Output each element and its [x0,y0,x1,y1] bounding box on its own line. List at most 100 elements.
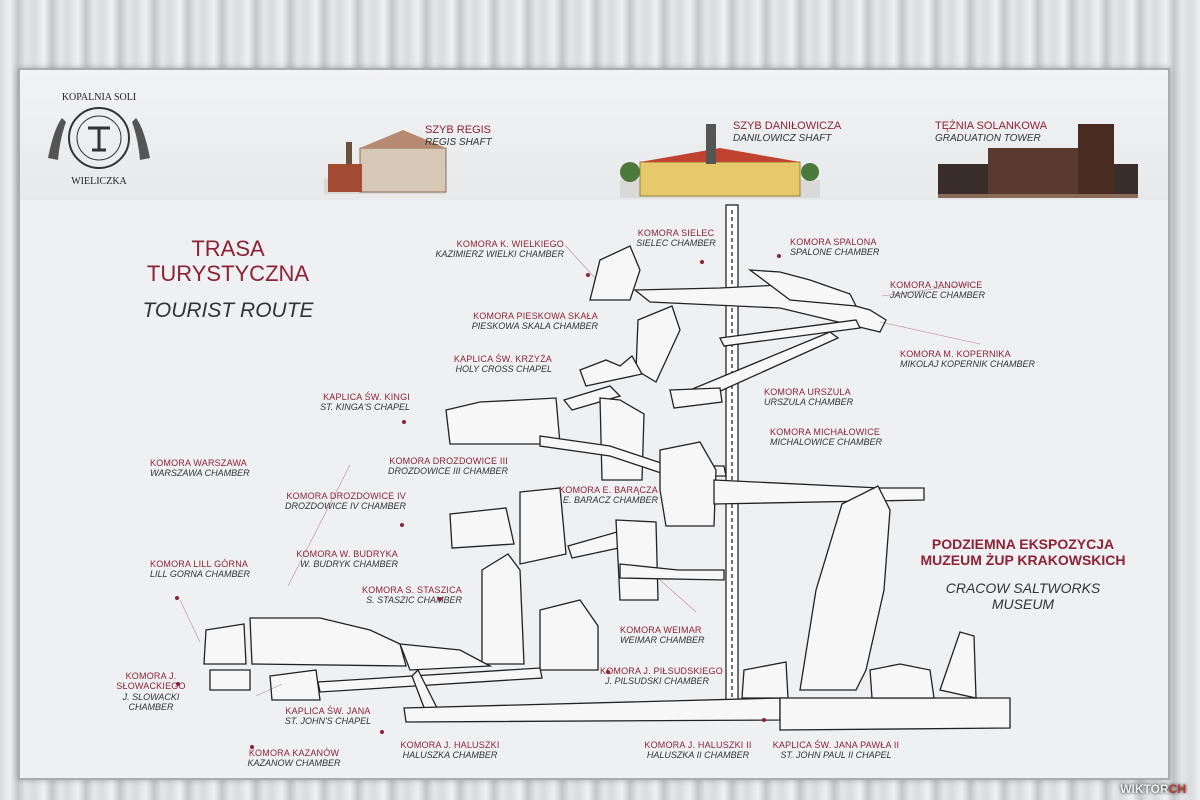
marker-dot [250,745,254,749]
label-en: MIKOLAJ KOPERNIK CHAMBER [900,359,1036,370]
label-pl: KOMORA J. HALUSZKI II [644,740,752,750]
marker-dot [438,597,442,601]
danilowicz-shaft-pl: SZYB DANIŁOWICZA [733,120,842,132]
label-pl: KOMORA URSZULA [764,387,851,397]
regis-shaft-en: REGIS SHAFT [425,136,492,148]
graduation-tower-building [938,124,1138,198]
label-pl: KOMORA MICHAŁOWICE [770,427,881,437]
label-en: J. SLOWACKI CHAMBER [122,691,180,713]
regis-shaft-pl: SZYB REGIS [425,124,492,136]
title-pl-line1: TRASA [191,236,265,261]
label-pl: KOMORA DROZDOWICE III [389,456,508,466]
label-pl: KOMORA M. KOPERNIKA [900,349,1011,359]
label-pl: KAPLICA ŚW. JANA PAWŁA II [772,740,900,750]
label-en: KAZIMIERZ WIELKI CHAMBER [435,249,564,260]
label-en: SPALONE CHAMBER [790,247,880,258]
museum-caption: PODZIEMNA EKSPOZYCJA MUZEUM ŻUP KRAKOWSK… [908,536,1138,612]
marker-dot [586,273,590,277]
marker-dot [762,718,766,722]
label-en: HALUSZKA CHAMBER [402,750,498,761]
museum-en-line1: CRACOW SALTWORKS [945,580,1101,597]
label-pl: KOMORA KAZANÓW [248,748,340,758]
logo-top-text: KOPALNIA SOLI [62,92,136,103]
information-board: KOPALNIA SOLI WIELICZKA SZYB REGIS REGIS… [18,68,1170,780]
label-pl: KOMORA LILL GÓRNA [150,559,249,569]
title-en: TOURIST ROUTE [142,298,314,322]
label-pl: KOMORA WEIMAR [620,625,702,635]
logo-bottom-text: WIELICZKA [71,176,127,187]
marker-dot [777,254,781,258]
label-en: E. BARACZ CHAMBER [562,495,658,506]
label-pl: KOMORA SIELEC [637,228,715,238]
label-en: ST. KINGA'S CHAPEL [320,402,410,413]
marker-dot [402,420,406,424]
label-en: S. STASZIC CHAMBER [366,595,462,606]
marker-dot [606,670,610,674]
label-en: DROZDOWICE IV CHAMBER [284,501,406,512]
label-en: J. PILSUDSKI CHAMBER [604,676,710,687]
marker-dot [176,682,180,686]
museum-pl-line1: PODZIEMNA EKSPOZYCJA [931,536,1115,552]
label-pl: KOMORA J. PIŁSUDSKIEGO [600,666,723,676]
regis-shaft-building [324,130,447,194]
graduation-tower-label: TĘŻNIA SOLANKOWA GRADUATION TOWER [935,120,1047,144]
label-pl: KOMORA SPALONA [790,237,877,247]
label-en: LILL GORNA CHAMBER [150,569,251,580]
label-en: ST. JOHN'S CHAPEL [284,716,372,727]
museum-pl-line2: MUZEUM ŻUP KRAKOWSKICH [920,552,1126,569]
tourist-route-map [179,204,1011,731]
label-pl: KAPLICA ŚW. JANA [285,706,371,716]
label-en: PIESKOWA SKALA CHAMBER [471,321,598,332]
label-en: MICHALOWICE CHAMBER [770,437,883,448]
danilowicz-shaft-building [620,124,820,198]
label-pl: KOMORA W. BUDRYKA [296,549,398,559]
label-pl: KOMORA J. SŁOWACKIEGO [116,671,186,692]
label-pl: KAPLICA ŚW. KRZYŻA [453,354,552,364]
label-en: DROZDOWICE III CHAMBER [387,466,508,477]
label-en: WEIMAR CHAMBER [620,635,705,646]
label-en: W. BUDRYK CHAMBER [300,559,398,570]
label-pl: KOMORA PIESKOWA SKAŁA [473,311,598,321]
watermark-accent: CH [1168,782,1186,796]
danilowicz-shaft-label: SZYB DANIŁOWICZA DANILOWICZ SHAFT [733,120,841,144]
wieliczka-logo: KOPALNIA SOLI WIELICZKA [48,92,150,187]
label-en: JANOWICE CHAMBER [890,290,986,301]
label-pl: KOMORA JANOWICE [890,280,983,290]
watermark-text: WIKTOR [1120,782,1169,796]
label-pl: KOMORA J. HALUSZKI [400,740,500,750]
board-title: TRASA TURYSTYCZNA TOURIST ROUTE [128,236,328,323]
label-en: URSZULA CHAMBER [764,397,854,408]
title-pl-line2: TURYSTYCZNA [146,261,310,287]
label-pl: KOMORA K. WIELKIEGO [456,239,564,249]
graduation-tower-en: GRADUATION TOWER [935,132,1041,144]
label-en: HALUSZKA II CHAMBER [646,750,750,761]
label-pl: KOMORA S. STASZICA [362,585,462,595]
marker-dot [400,523,404,527]
danilowicz-shaft-en: DANILOWICZ SHAFT [733,132,832,144]
label-en: HOLY CROSS CHAPEL [455,364,552,375]
marker-dot [380,730,384,734]
graduation-tower-pl: TĘŻNIA SOLANKOWA [935,120,1048,132]
label-pl: KOMORA DROZDOWICE IV [286,491,406,501]
